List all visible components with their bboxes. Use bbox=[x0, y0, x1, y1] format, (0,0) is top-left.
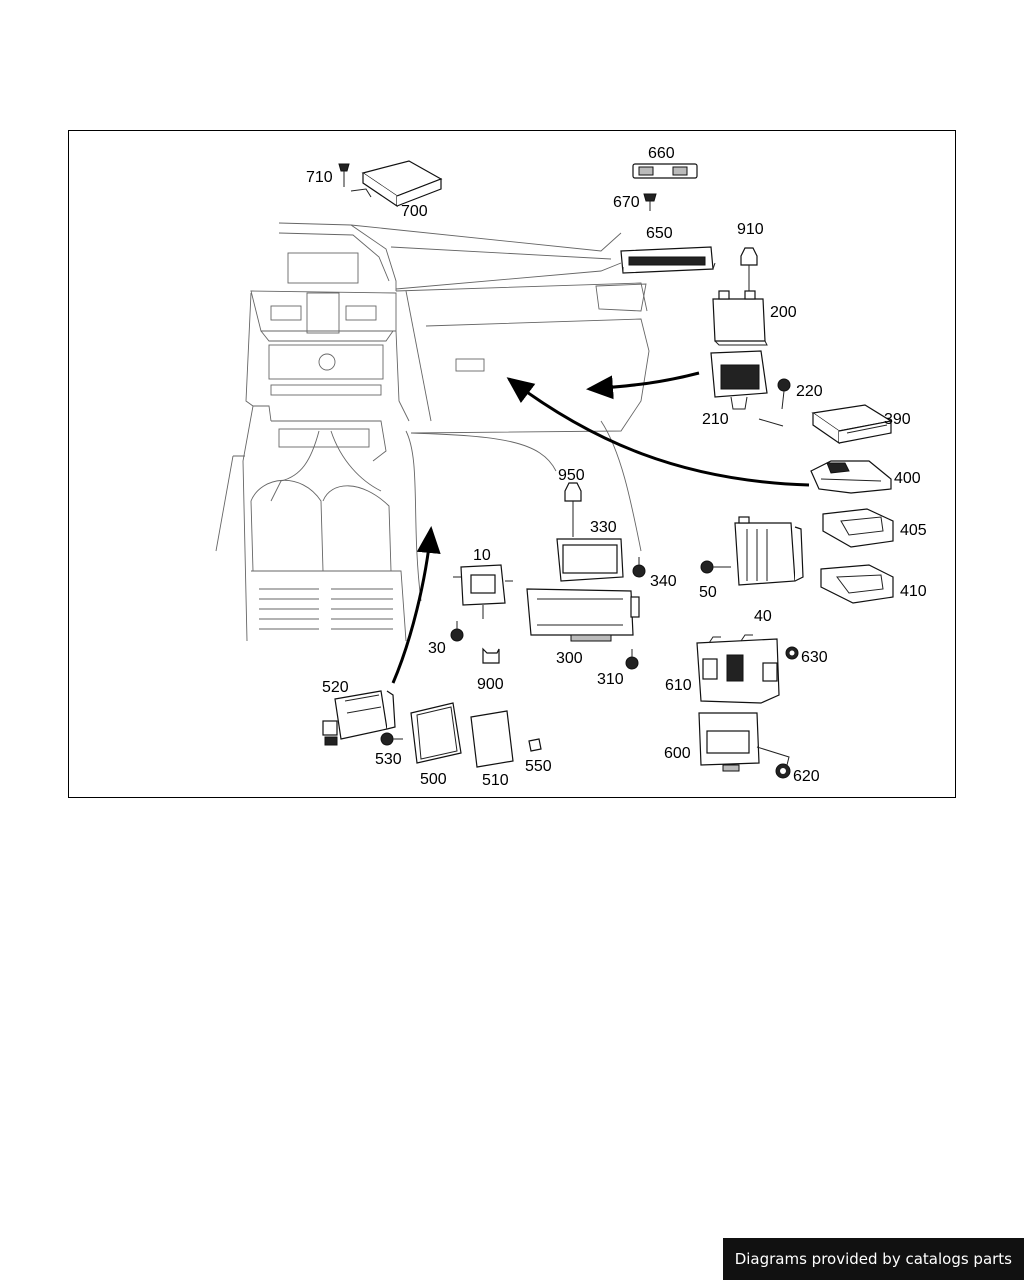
label-600: 600 bbox=[664, 745, 691, 762]
part-500-display-icon bbox=[410, 702, 462, 764]
label-50: 50 bbox=[699, 584, 717, 601]
part-600-control-unit-icon bbox=[698, 712, 790, 772]
label-405: 405 bbox=[900, 522, 927, 539]
label-620: 620 bbox=[793, 768, 820, 785]
part-labels: 710 700 660 670 650 910 200 220 210 390 … bbox=[306, 145, 927, 789]
label-520: 520 bbox=[322, 679, 349, 696]
label-900: 900 bbox=[477, 676, 504, 693]
label-210: 210 bbox=[702, 411, 729, 428]
part-630-nut-icon bbox=[785, 646, 799, 660]
part-50-screw-icon bbox=[700, 560, 731, 574]
footer-credit: Diagrams provided by catalogs parts bbox=[722, 1238, 1024, 1280]
label-400: 400 bbox=[894, 470, 921, 487]
part-220-screw-icon bbox=[777, 378, 791, 410]
part-340-nut-icon bbox=[632, 557, 646, 578]
parts-diagram: 710 700 660 670 650 910 200 220 210 390 … bbox=[215, 145, 927, 789]
part-400-bracket-icon bbox=[810, 460, 892, 494]
part-900-plug-icon bbox=[482, 647, 500, 664]
label-10: 10 bbox=[473, 547, 491, 564]
part-610-bracket-icon bbox=[696, 634, 780, 704]
label-390: 390 bbox=[884, 411, 911, 428]
label-300: 300 bbox=[556, 650, 583, 667]
part-670-clip-icon bbox=[643, 193, 657, 211]
label-200: 200 bbox=[770, 304, 797, 321]
label-550: 550 bbox=[525, 758, 552, 775]
label-330: 330 bbox=[590, 519, 617, 536]
label-630: 630 bbox=[801, 649, 828, 666]
label-610: 610 bbox=[665, 677, 692, 694]
part-300-control-unit-icon bbox=[526, 588, 640, 642]
part-650-control-panel-icon bbox=[620, 246, 716, 274]
label-710: 710 bbox=[306, 169, 333, 186]
part-520-control-unit-icon bbox=[322, 690, 396, 746]
part-510-panel-icon bbox=[470, 710, 514, 768]
part-200-control-unit-icon bbox=[712, 290, 768, 346]
label-30: 30 bbox=[428, 640, 446, 657]
label-650: 650 bbox=[646, 225, 673, 242]
part-660-connector-icon bbox=[632, 163, 698, 179]
part-530-screw-icon bbox=[380, 732, 403, 746]
label-910: 910 bbox=[737, 221, 764, 238]
label-700: 700 bbox=[401, 203, 428, 220]
label-410: 410 bbox=[900, 583, 927, 600]
vehicle-interior-drawing bbox=[215, 222, 650, 642]
label-670: 670 bbox=[613, 194, 640, 211]
part-410-tray-icon bbox=[820, 564, 894, 604]
part-700-module-icon bbox=[350, 160, 443, 208]
label-530: 530 bbox=[375, 751, 402, 768]
label-950: 950 bbox=[558, 467, 585, 484]
part-405-tray-icon bbox=[822, 508, 894, 548]
part-620-nut-icon bbox=[775, 763, 791, 779]
part-390-module-icon bbox=[811, 404, 893, 445]
label-310: 310 bbox=[597, 671, 624, 688]
label-40: 40 bbox=[754, 608, 772, 625]
part-40-control-unit-icon bbox=[734, 516, 804, 586]
part-310-nut-icon bbox=[625, 649, 639, 670]
part-910-plug-icon bbox=[740, 247, 758, 296]
part-10-control-unit-icon bbox=[453, 564, 513, 619]
part-210-fuse-box-icon bbox=[710, 350, 784, 427]
label-500: 500 bbox=[420, 771, 447, 788]
label-340: 340 bbox=[650, 573, 677, 590]
label-510: 510 bbox=[482, 772, 509, 789]
label-660: 660 bbox=[648, 145, 675, 162]
part-710-screw-icon bbox=[338, 163, 350, 187]
label-220: 220 bbox=[796, 383, 823, 400]
part-30-nut-icon bbox=[450, 621, 464, 642]
part-950-plug-icon bbox=[564, 482, 582, 537]
part-550-clip-icon bbox=[528, 738, 542, 752]
parts-diagram-frame: 710 700 660 670 650 910 200 220 210 390 … bbox=[68, 130, 956, 798]
part-330-module-icon bbox=[556, 538, 624, 582]
assembly-arrows bbox=[391, 371, 810, 684]
